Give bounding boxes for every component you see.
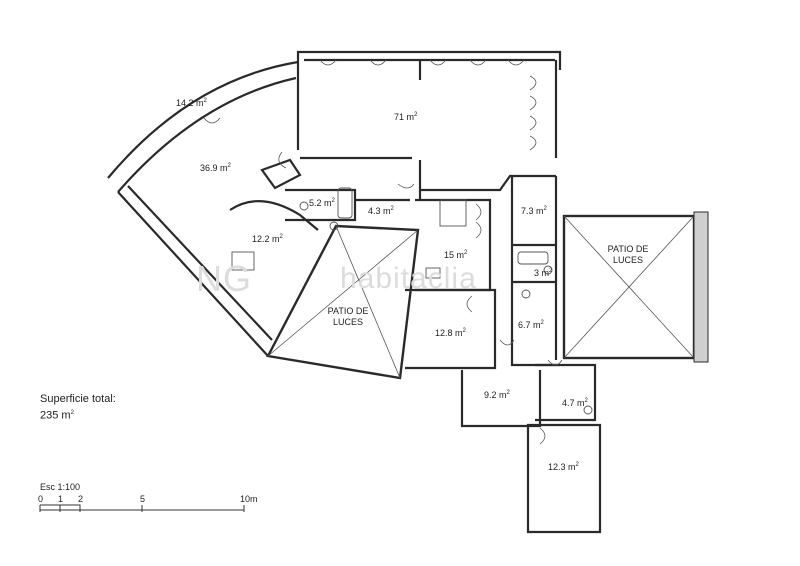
wall-north-block xyxy=(296,50,562,70)
sink xyxy=(543,265,553,275)
door-arc xyxy=(507,59,525,66)
bathtub xyxy=(517,251,549,265)
door-arc xyxy=(469,59,487,66)
room-area-label: 12.8 m2 xyxy=(435,328,466,338)
toilet xyxy=(299,201,309,211)
door-arc xyxy=(203,117,221,124)
toilet xyxy=(329,221,339,231)
toilet xyxy=(583,405,593,415)
door-arc xyxy=(547,359,563,366)
door-arc xyxy=(319,59,337,66)
wall-west-diagonal xyxy=(117,191,269,357)
table xyxy=(439,199,467,227)
scale-tick: 0 xyxy=(38,494,44,504)
door-arc xyxy=(429,59,447,66)
door-arc xyxy=(475,203,482,221)
door-arc xyxy=(397,183,415,189)
scale-tick: 10m xyxy=(240,494,258,504)
door-arc xyxy=(529,75,537,91)
door-arc xyxy=(539,427,546,445)
wall-outer-curve xyxy=(107,60,299,179)
wall-west-diagonal-inner xyxy=(127,185,273,341)
door-arc xyxy=(499,339,515,346)
wall-entry xyxy=(260,158,302,190)
wall-bath xyxy=(285,188,357,222)
door-arc xyxy=(369,59,387,66)
patio-left-diagonal-1 xyxy=(267,229,419,357)
toilet xyxy=(521,289,531,299)
patio-right-east-wall xyxy=(693,211,709,363)
door-arc xyxy=(475,221,482,239)
wall-annex-12-3 xyxy=(526,423,602,534)
wall-inner-curve xyxy=(117,76,297,193)
scale-bar xyxy=(39,504,245,512)
watermark-left: NG xyxy=(196,258,252,299)
room-area-label: 14.2 m2 xyxy=(176,98,207,108)
patio-right-diagonal-2 xyxy=(563,215,695,359)
room-area-label: 4.7 m2 xyxy=(562,398,588,408)
door-arc xyxy=(278,151,287,169)
room-area-label: 15 m2 xyxy=(444,250,468,260)
wall-corridor-east xyxy=(420,174,556,192)
room-area-label: 5.2 m2 xyxy=(309,198,335,208)
kitchen-sink xyxy=(425,267,441,279)
scale-tick: 1 xyxy=(58,494,64,504)
room-area-label: 71 m2 xyxy=(394,112,418,122)
scale-tick: 2 xyxy=(78,494,84,504)
scale-tick: 5 xyxy=(140,494,146,504)
room-area-label: 12.3 m2 xyxy=(548,462,579,472)
wall-room-12-8 xyxy=(405,288,497,370)
door-arc xyxy=(529,115,537,131)
door-arc xyxy=(529,135,537,151)
total-area-value: 235 m2 xyxy=(40,409,74,422)
wall-annex-9-2 xyxy=(460,370,542,428)
room-area-label: 7.3 m2 xyxy=(521,206,547,216)
room-area-label: 9.2 m2 xyxy=(484,390,510,400)
wall-room-12-2 xyxy=(229,200,319,231)
door-arc xyxy=(529,95,537,111)
bathtub xyxy=(337,187,353,219)
door-arc xyxy=(466,295,473,313)
room-area-label: 12.2 m2 xyxy=(252,234,283,244)
total-area-summary: Superficie total: 235 m2 xyxy=(40,392,116,423)
room-area-label: 3 m2 xyxy=(534,268,553,278)
total-area-label: Superficie total: xyxy=(40,393,116,405)
scale-title: Esc 1:100 xyxy=(40,482,81,492)
patio-left-diagonal-2 xyxy=(335,225,401,379)
wall-annex-4-7 xyxy=(535,363,597,422)
room-area-label: 36.9 m2 xyxy=(200,163,231,173)
watermark-right: habitaclia xyxy=(340,262,477,295)
room-area-label: 4.3 m2 xyxy=(368,206,394,216)
room-area-label: 6.7 m2 xyxy=(518,320,544,330)
bed-outline xyxy=(231,251,255,271)
